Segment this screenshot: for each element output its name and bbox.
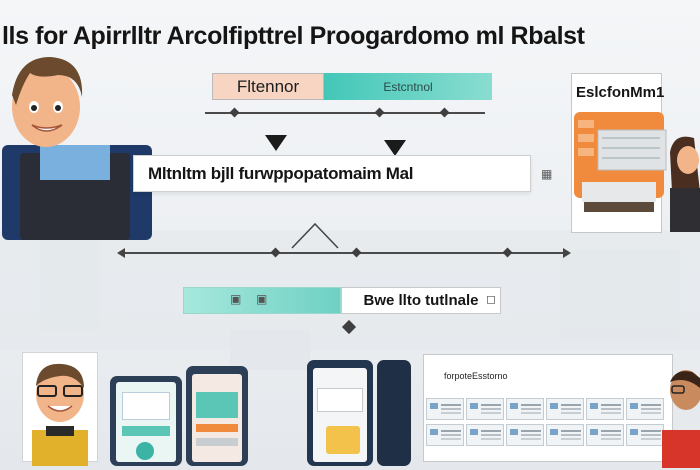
arrow-down-icon xyxy=(384,140,406,156)
image-icon: ▣ xyxy=(256,292,268,306)
lower-bar-left[interactable] xyxy=(183,287,341,314)
phone-bar xyxy=(196,424,238,432)
arrow-left-icon xyxy=(117,248,125,258)
backdrop-block xyxy=(560,250,680,340)
phone-dot xyxy=(136,442,154,460)
thumbnail[interactable] xyxy=(626,398,664,420)
thumbnail[interactable] xyxy=(466,398,504,420)
thumbnail[interactable] xyxy=(426,398,464,420)
grid-icon: ▦ xyxy=(541,167,553,181)
man-avatar-illustration xyxy=(2,57,152,240)
arrow-right-icon xyxy=(563,248,571,258)
man-glasses-avatar-illustration xyxy=(32,363,88,466)
banner-text: Mltnltm bjll furwppopatomaim Mal xyxy=(148,164,414,183)
man-right-avatar-illustration xyxy=(662,370,700,468)
phone-bar xyxy=(196,438,238,446)
thumbnail[interactable] xyxy=(506,398,544,420)
top-bar-right-label[interactable]: Estcntnol xyxy=(324,73,492,100)
arrow-down-icon xyxy=(265,135,287,151)
orange-device-illustration xyxy=(574,112,667,212)
image-icon: ▣ xyxy=(230,292,242,306)
page-title: lls for Apirrlltr Arcolfipttrel Proogard… xyxy=(2,22,585,50)
diamond-node-icon xyxy=(229,107,240,118)
thumbnail[interactable] xyxy=(546,398,584,420)
connector-line xyxy=(125,252,565,254)
tablet-device xyxy=(377,360,411,466)
lower-bar-right-label[interactable]: Bwe llto tutlnale xyxy=(341,287,501,314)
phone-card xyxy=(122,392,170,420)
thumbnail[interactable] xyxy=(466,424,504,446)
thumbnail[interactable] xyxy=(546,424,584,446)
thumbnail[interactable] xyxy=(426,424,464,446)
backdrop-block xyxy=(230,330,310,370)
thumbnail[interactable] xyxy=(586,398,624,420)
thumbnail[interactable] xyxy=(586,424,624,446)
phone-folder xyxy=(326,426,360,454)
bottom-panel-heading: forpoteEsstorno xyxy=(444,371,508,381)
peak-connector-icon xyxy=(291,222,339,249)
phone-bar xyxy=(122,426,170,436)
right-card-label: EslcfonMm1 xyxy=(576,84,665,101)
diamond-node-icon xyxy=(439,107,450,118)
top-bar-left-label[interactable]: Fltennor xyxy=(212,73,324,100)
thumbnail[interactable] xyxy=(506,424,544,446)
diamond-node-icon xyxy=(374,107,385,118)
connector-line xyxy=(205,112,485,114)
phone-screen xyxy=(192,374,242,462)
woman-avatar-illustration xyxy=(670,136,700,232)
phone-card xyxy=(196,392,238,418)
square-icon: ◻ xyxy=(486,292,496,306)
banner-box xyxy=(133,155,531,192)
phone-card xyxy=(317,388,363,412)
